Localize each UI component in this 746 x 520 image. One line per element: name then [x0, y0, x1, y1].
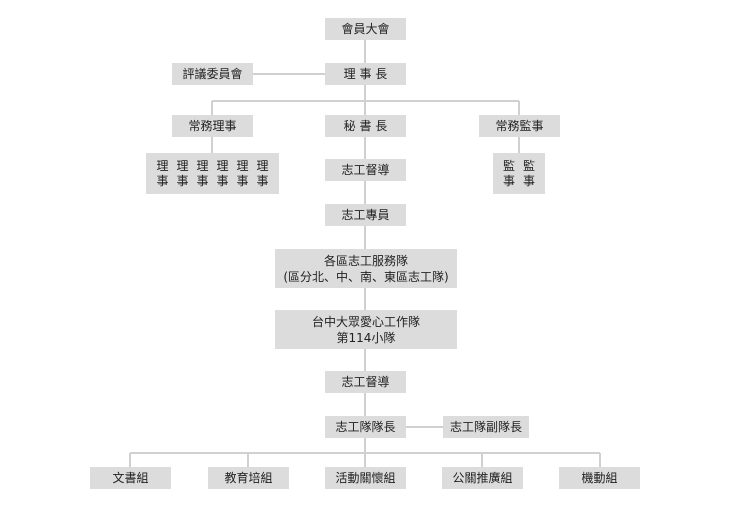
director-6: 理事 [256, 158, 269, 188]
node-directors: 理事 理事 理事 理事 理事 理事 [146, 153, 279, 194]
director-1: 理事 [156, 158, 169, 188]
district-teams-title: 各區志工服務隊 [323, 253, 408, 268]
supervisor-2: 監事 [523, 158, 536, 188]
node-chairman: 理 事 長 [325, 63, 406, 85]
node-group-4: 公關推廣組 [442, 467, 523, 489]
director-4: 理事 [216, 158, 229, 188]
taichung-team-subtitle: 第114小隊 [336, 330, 396, 345]
node-group-3: 活動關懷組 [325, 467, 406, 489]
node-executive-directors: 常務理事 [172, 115, 253, 137]
node-group-1: 文書組 [90, 467, 171, 489]
node-deputy-leader: 志工隊副隊長 [443, 416, 529, 438]
node-supervisors: 監事 監事 [493, 153, 545, 194]
node-district-teams: 各區志工服務隊 (區分北、中、南、東區志工隊) [275, 249, 457, 288]
district-teams-subtitle: (區分北、中、南、東區志工隊) [283, 269, 449, 284]
node-executive-supervisor: 常務監事 [479, 115, 560, 137]
node-secretary-general: 秘 書 長 [325, 115, 406, 137]
node-volunteer-staff: 志工專員 [325, 204, 406, 226]
node-group-2: 教育培組 [208, 467, 289, 489]
supervisor-1: 監事 [502, 158, 515, 188]
node-taichung-team: 台中大眾愛心工作隊 第114小隊 [275, 310, 457, 349]
director-3: 理事 [196, 158, 209, 188]
node-volunteer-supervisor-1: 志工督導 [325, 159, 406, 181]
director-5: 理事 [236, 158, 249, 188]
node-group-5: 機動組 [559, 467, 640, 489]
node-general-assembly: 會員大會 [325, 18, 406, 40]
node-volunteer-supervisor-2: 志工督導 [325, 371, 406, 393]
director-2: 理事 [176, 158, 189, 188]
node-team-leader: 志工隊隊長 [325, 416, 406, 438]
taichung-team-title: 台中大眾愛心工作隊 [311, 314, 420, 329]
node-council: 評議委員會 [172, 63, 253, 85]
